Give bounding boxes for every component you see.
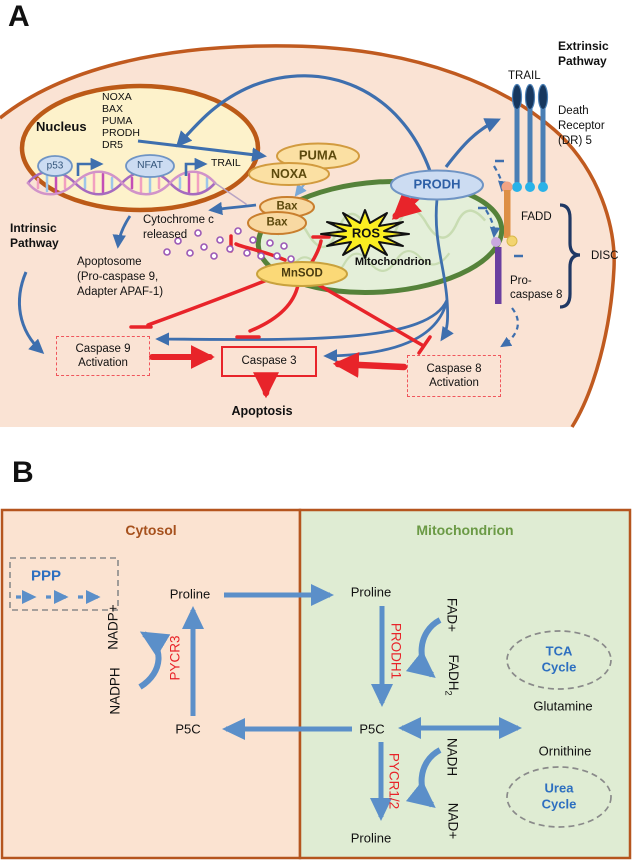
urea-cycle-line1: Urea xyxy=(544,780,574,796)
procaspase8-line1: Pro- xyxy=(510,275,532,287)
p5c-cytosol-label: P5C xyxy=(175,721,201,737)
urea-cycle-line2: Cycle xyxy=(541,796,577,812)
caspase3-label: Caspase 3 xyxy=(241,355,297,368)
nucleus-label: Nucleus xyxy=(36,119,87,134)
death-receptor-line2: Receptor xyxy=(558,120,605,132)
panelb-compartments xyxy=(0,508,632,860)
mitochondrion-a-label: Mitochondrion xyxy=(354,255,432,268)
nfat-label: NFAT xyxy=(136,159,164,172)
caspase9-box: Caspase 9 Activation xyxy=(56,336,150,376)
death-receptor-line1: Death xyxy=(558,105,589,117)
panel-a-label: A xyxy=(8,0,30,33)
gene-bax: BAX xyxy=(102,103,124,115)
proline-bottom-label: Proline xyxy=(350,830,392,846)
apoptosome-line1: Apoptosome xyxy=(77,256,142,268)
extrinsic-line2: Pathway xyxy=(558,54,607,68)
caspase9-line1: Caspase 9 xyxy=(75,342,131,355)
nadp-label: NADP+ xyxy=(105,604,121,650)
ppp-label: PPP xyxy=(30,567,62,585)
puma-oval-label: PUMA xyxy=(298,147,338,163)
apoptosis-label: Apoptosis xyxy=(231,404,293,418)
tca-cycle-line2: Cycle xyxy=(541,659,577,675)
nad-label: NAD+ xyxy=(445,802,461,840)
gene-prodh: PRODH xyxy=(102,127,140,139)
mnsod-oval-label: MnSOD xyxy=(281,267,323,280)
noxa-oval-label: NOXA xyxy=(270,167,308,181)
nadh-label: NADH xyxy=(444,737,460,777)
protein-ovals xyxy=(37,142,484,287)
caspase9-line2: Activation xyxy=(78,357,128,369)
gene-noxa: NOXA xyxy=(102,91,132,103)
intrinsic-line1: Intrinsic xyxy=(10,221,57,235)
p53-label: p53 xyxy=(46,160,64,172)
trail-receptor xyxy=(511,83,549,192)
fadd-label: FADD xyxy=(521,211,552,223)
proline-cytosol-label: Proline xyxy=(169,586,211,602)
caspase8-line2: Activation xyxy=(429,377,479,389)
disc-label: DISC xyxy=(591,250,619,262)
trail-gene-label: TRAIL xyxy=(211,157,241,169)
apoptosome-line2: (Pro-caspase 9, xyxy=(77,271,159,283)
glutamine-label: Glutamine xyxy=(533,698,593,714)
fad-label: FAD+ xyxy=(444,597,460,633)
caspase8-line1: Caspase 8 xyxy=(426,362,482,375)
red-arrows xyxy=(129,190,432,399)
nadph-label: NADPH xyxy=(107,667,123,715)
fadh2-label: FADH2 xyxy=(443,654,461,696)
cytosol-header: Cytosol xyxy=(125,522,177,539)
procaspase8-line2: caspase 8 xyxy=(510,289,563,301)
cytochrome-c-dots xyxy=(163,227,295,263)
death-receptor-line3: (DR) 5 xyxy=(558,135,592,147)
tca-cycle-line1: TCA xyxy=(545,643,573,659)
bax-oval-label-2: Bax xyxy=(266,216,288,229)
pycr3-label: PYCR3 xyxy=(167,635,183,681)
panelb-arrows xyxy=(16,583,523,822)
prodh1-label: PRODH1 xyxy=(388,622,404,680)
caspase3-box: Caspase 3 xyxy=(221,346,317,377)
ros-star xyxy=(320,209,410,259)
intrinsic-line2: Pathway xyxy=(10,236,59,250)
caspase8-box: Caspase 8 Activation xyxy=(407,355,501,397)
ros-label: ROS xyxy=(351,225,381,241)
gene-dr5: DR5 xyxy=(102,139,124,151)
extrinsic-line1: Extrinsic xyxy=(558,39,609,53)
cytc-line1: Cytochrome c xyxy=(143,214,214,226)
p5c-mito-label: P5C xyxy=(359,721,385,737)
pycr12-label: PYCR1/2 xyxy=(386,752,402,810)
gene-puma: PUMA xyxy=(102,115,133,127)
ornithine-label: Ornithine xyxy=(538,743,592,759)
prodh-oval-label: PRODH xyxy=(413,176,461,192)
fadd-procaspase8 xyxy=(491,181,518,304)
trail-ligand-label: TRAIL xyxy=(508,70,541,82)
proline-mito-label: Proline xyxy=(350,584,392,600)
mitochondrion-header: Mitochondrion xyxy=(416,522,514,539)
disc-brace xyxy=(559,203,581,309)
cytc-line2: released xyxy=(143,229,188,241)
apoptosome-line3: Adapter APAF-1) xyxy=(77,286,164,298)
bax-oval-label-1: Bax xyxy=(276,200,298,213)
panel-b-label: B xyxy=(12,456,34,489)
